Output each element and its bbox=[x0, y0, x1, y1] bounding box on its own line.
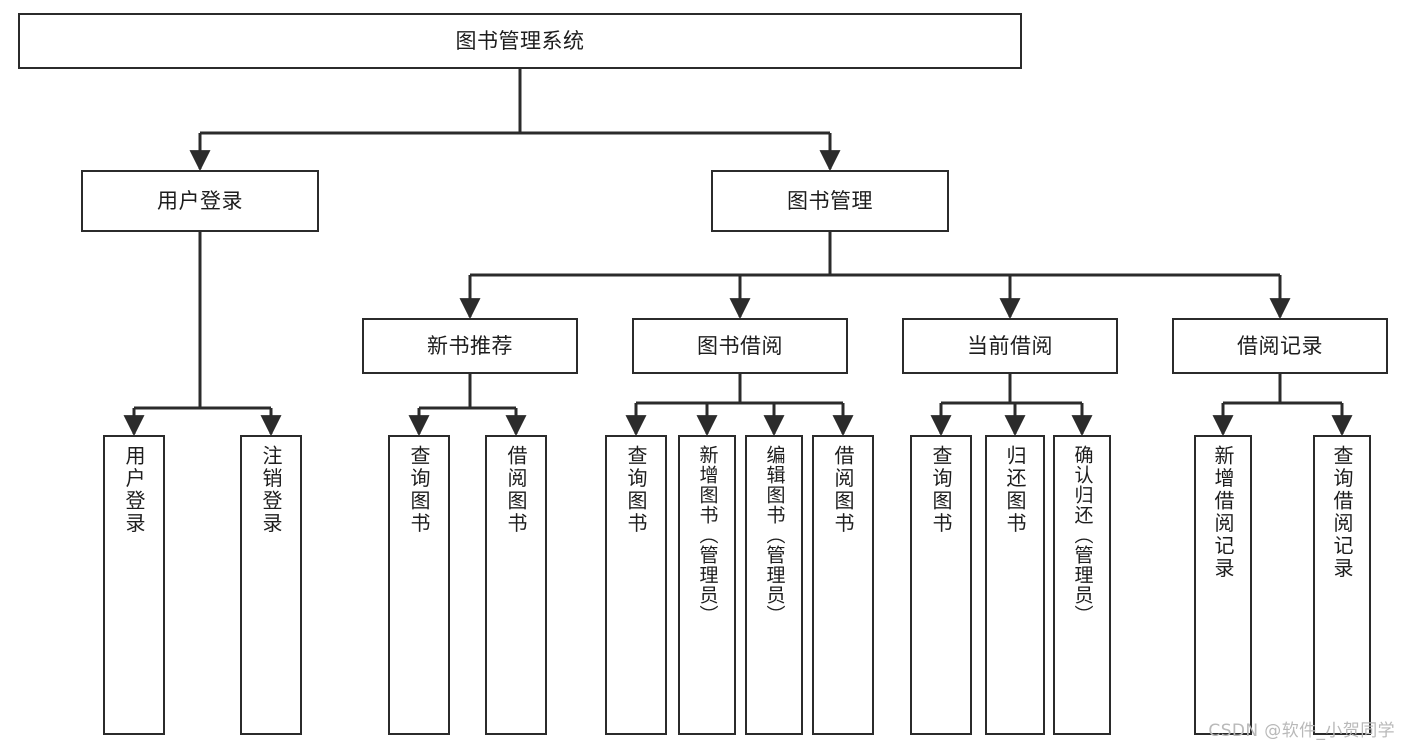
leaf-edit-book[interactable]: 编辑图书（管理员） bbox=[745, 435, 803, 735]
node-book-borrow[interactable]: 图书借阅 bbox=[632, 318, 848, 374]
leaf-add-book-label: 新增图书（管理员） bbox=[696, 445, 719, 625]
node-borrow-record[interactable]: 借阅记录 bbox=[1172, 318, 1388, 374]
leaf-query-book-rec-label: 查询图书 bbox=[407, 445, 431, 535]
leaf-add-book[interactable]: 新增图书（管理员） bbox=[678, 435, 736, 735]
node-root-label: 图书管理系统 bbox=[455, 28, 585, 53]
node-book-borrow-label: 图书借阅 bbox=[697, 333, 783, 358]
leaf-return-book-label: 归还图书 bbox=[1003, 445, 1027, 535]
node-book-management[interactable]: 图书管理 bbox=[711, 170, 949, 232]
node-current-borrow-label: 当前借阅 bbox=[967, 333, 1053, 358]
node-user-login-label: 用户登录 bbox=[157, 188, 243, 213]
leaf-add-borrow-record-label: 新增借阅记录 bbox=[1211, 445, 1235, 580]
leaf-user-logout-label: 注销登录 bbox=[259, 445, 283, 535]
leaf-borrow-book-rec-label: 借阅图书 bbox=[504, 445, 528, 535]
leaf-return-book[interactable]: 归还图书 bbox=[985, 435, 1045, 735]
leaf-query-borrow-record[interactable]: 查询借阅记录 bbox=[1313, 435, 1371, 735]
leaf-user-logout[interactable]: 注销登录 bbox=[240, 435, 302, 735]
node-book-management-label: 图书管理 bbox=[787, 188, 873, 213]
leaf-query-borrow-record-label: 查询借阅记录 bbox=[1330, 445, 1354, 580]
node-borrow-record-label: 借阅记录 bbox=[1237, 333, 1323, 358]
leaf-add-borrow-record[interactable]: 新增借阅记录 bbox=[1194, 435, 1252, 735]
leaf-query-book-current-label: 查询图书 bbox=[929, 445, 953, 535]
leaf-query-book-current[interactable]: 查询图书 bbox=[910, 435, 972, 735]
node-root[interactable]: 图书管理系统 bbox=[18, 13, 1022, 69]
leaf-user-login-label: 用户登录 bbox=[122, 445, 146, 535]
node-user-login[interactable]: 用户登录 bbox=[81, 170, 319, 232]
leaf-borrow-book-rec[interactable]: 借阅图书 bbox=[485, 435, 547, 735]
leaf-confirm-return-label: 确认归还（管理员） bbox=[1071, 445, 1094, 625]
leaf-query-book-borrow-label: 查询图书 bbox=[624, 445, 648, 535]
node-current-borrow[interactable]: 当前借阅 bbox=[902, 318, 1118, 374]
leaf-query-book-borrow[interactable]: 查询图书 bbox=[605, 435, 667, 735]
leaf-confirm-return[interactable]: 确认归还（管理员） bbox=[1053, 435, 1111, 735]
node-new-book-recommend[interactable]: 新书推荐 bbox=[362, 318, 578, 374]
leaf-borrow-book-label: 借阅图书 bbox=[831, 445, 855, 535]
leaf-borrow-book[interactable]: 借阅图书 bbox=[812, 435, 874, 735]
leaf-user-login[interactable]: 用户登录 bbox=[103, 435, 165, 735]
node-new-book-recommend-label: 新书推荐 bbox=[427, 333, 513, 358]
csdn-watermark: CSDN @软件_小贺同学 bbox=[1208, 721, 1395, 741]
leaf-query-book-rec[interactable]: 查询图书 bbox=[388, 435, 450, 735]
leaf-edit-book-label: 编辑图书（管理员） bbox=[763, 445, 786, 625]
